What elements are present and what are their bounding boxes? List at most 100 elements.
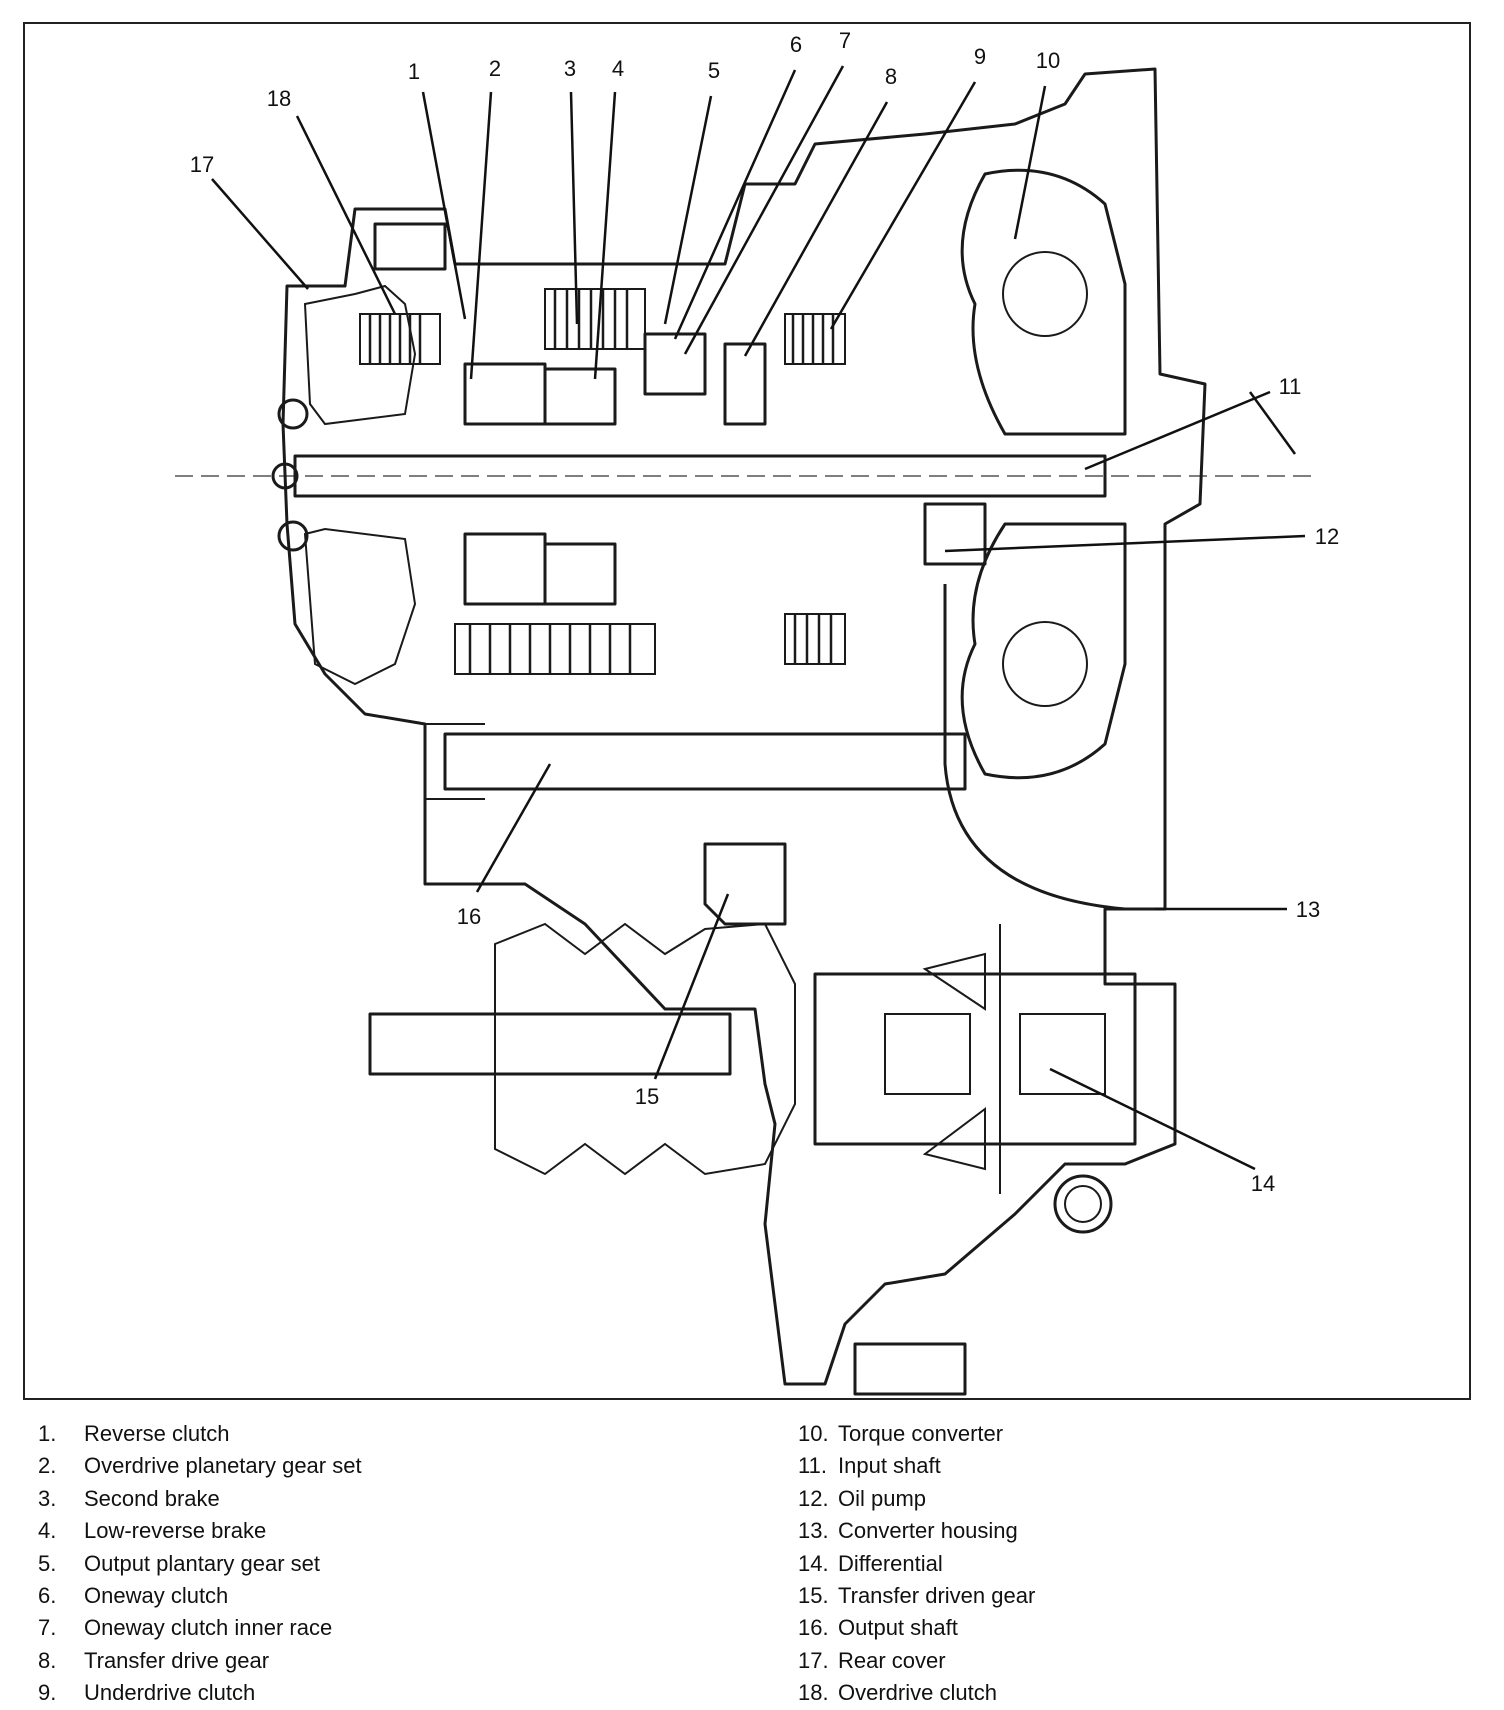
legend-item: 12.Oil pump: [798, 1483, 1035, 1515]
callout-7: 7: [839, 28, 851, 53]
legend-label: Input shaft: [838, 1453, 941, 1479]
legend-item: 5. Output plantary gear set: [38, 1548, 362, 1580]
legend-item: 13. Converter housing: [798, 1515, 1035, 1547]
callout-18: 18: [267, 86, 291, 111]
legend-number: 18.: [798, 1680, 829, 1706]
second-brake-pack: [544, 288, 646, 350]
legend-label: Overdrive planetary gear set: [84, 1453, 362, 1479]
leader-14: [1049, 1067, 1256, 1171]
legend-label: Oneway clutch: [84, 1582, 229, 1608]
legend-number: 16.: [798, 1615, 829, 1641]
callout-3: 3: [564, 56, 576, 81]
legend-label: Converter housing: [838, 1518, 1018, 1544]
callout-5: 5: [708, 58, 720, 83]
legend-item: 17. Rear cover: [798, 1645, 1035, 1677]
output-planetary-gear-set-lower: [543, 542, 617, 606]
callout-2: 2: [489, 56, 501, 81]
callout-12: 12: [1315, 524, 1339, 549]
leader-11a: [1084, 390, 1271, 471]
legend-number: 10.: [798, 1421, 829, 1446]
leader-7: [683, 65, 845, 355]
legend-number: 6.: [38, 1582, 57, 1608]
output-shaft: [443, 732, 967, 791]
callout-17: 17: [190, 152, 214, 177]
torque-converter-lower: [960, 522, 1127, 780]
differential-side-gear-right: [1019, 1013, 1106, 1095]
legend-number: 15.: [798, 1582, 829, 1608]
legend-item: 10. Torque converter: [798, 1418, 1035, 1450]
legend-column-right: 10.Torque converter 11.Input shaft 12.Oi…: [798, 1418, 1035, 1710]
differential-case: [813, 972, 1137, 1146]
torque-converter-turbine-lower: [1002, 621, 1088, 707]
legend-label: Overdrive clutch: [838, 1680, 997, 1706]
leader-10: [1013, 85, 1047, 240]
drive-axle-shaft: [368, 1012, 732, 1076]
leader-9: [829, 81, 977, 330]
leader-12: [944, 534, 1306, 553]
legend-item: 16.Output shaft: [798, 1612, 1035, 1644]
legend-item: 18. Overdrive clutch: [798, 1677, 1035, 1709]
legend-label: Oneway clutch inner race: [84, 1615, 333, 1641]
legend-number: 13.: [798, 1518, 829, 1544]
legend-number: 8.: [38, 1647, 57, 1673]
legend-number: 5.: [38, 1550, 57, 1576]
leader-2: [469, 91, 493, 380]
legend-item: 2.Overdrive planetary gear set: [38, 1450, 362, 1482]
legend-number: 9.: [38, 1680, 57, 1706]
torque-converter-turbine-upper: [1002, 251, 1088, 337]
oneway-clutch: [643, 332, 707, 396]
legend-label: Low-reverse brake: [84, 1518, 267, 1544]
callout-4: 4: [612, 56, 624, 81]
legend-number: 7.: [38, 1615, 57, 1641]
rear-bolt-head: [373, 222, 447, 271]
underdrive-clutch-pack: [784, 313, 846, 365]
rear-boss-lower: [277, 520, 309, 552]
callout-14: 14: [1251, 1171, 1275, 1196]
differential-pinion-lower: [922, 1107, 986, 1171]
legend-label: Output plantary gear set: [84, 1550, 321, 1576]
diagram-frame: 1 2 3 4 5 6 7 8 9 10 11 12 13 14 15 16 1…: [23, 22, 1471, 1400]
legend-item: 9. Underdrive clutch: [38, 1677, 362, 1709]
differential-pinion-upper: [922, 952, 986, 1011]
output-planetary-gear-set: [543, 367, 617, 426]
overdrive-planetary-gear-set: [463, 362, 547, 426]
legend-label: Underdrive clutch: [84, 1680, 256, 1706]
leader-6: [673, 69, 797, 340]
legend-label: Torque converter: [838, 1421, 1004, 1446]
legend-item: 15. Transfer driven gear: [798, 1580, 1035, 1612]
leader-16: [475, 763, 552, 893]
legend-label: Reverse clutch: [84, 1421, 230, 1446]
leader-5: [663, 95, 713, 325]
callout-1: 1: [408, 59, 420, 84]
leader-1: [421, 91, 467, 320]
parts-legend: 1.Reverse clutch 2.Overdrive planetary g…: [38, 1418, 1458, 1705]
legend-number: 17.: [798, 1647, 829, 1673]
callout-13: 13: [1296, 897, 1320, 922]
callout-9: 9: [974, 44, 986, 69]
legend-item: 8.Transfer drive gear: [38, 1645, 362, 1677]
callout-15: 15: [635, 1084, 659, 1109]
legend-label: Oil pump: [838, 1485, 927, 1511]
legend-item: 7. Oneway clutch inner race: [38, 1612, 362, 1644]
legend-label: Differential: [838, 1550, 943, 1576]
oil-pump: [923, 502, 987, 566]
legend-item: 4.Low-reverse brake: [38, 1515, 362, 1547]
input-shaft-body: [293, 454, 1107, 498]
transaxle-housing: [281, 67, 1207, 1386]
torque-converter-upper: [960, 168, 1127, 436]
leader-lines: [211, 65, 1306, 1171]
reverse-clutch-pack: [359, 313, 441, 365]
legend-number: 3.: [38, 1485, 57, 1511]
leader-15: [653, 893, 730, 1080]
legend-item: 1.Reverse clutch: [38, 1418, 362, 1450]
callout-labels: 1 2 3 4 5 6 7 8 9 10 11 12 13 14 15 16 1…: [190, 28, 1339, 1196]
callout-10: 10: [1036, 48, 1060, 73]
leader-8: [743, 101, 889, 357]
transfer-driven-gear: [703, 842, 787, 926]
callout-11: 11: [1279, 374, 1302, 399]
legend-item: 14.Differential: [798, 1548, 1035, 1580]
legend-label: Rear cover: [838, 1647, 946, 1673]
legend-label: Transfer driven gear: [838, 1582, 1036, 1608]
rear-cover-shell-lower: [303, 527, 417, 686]
legend-column-left: 1.Reverse clutch 2.Overdrive planetary g…: [38, 1418, 362, 1710]
